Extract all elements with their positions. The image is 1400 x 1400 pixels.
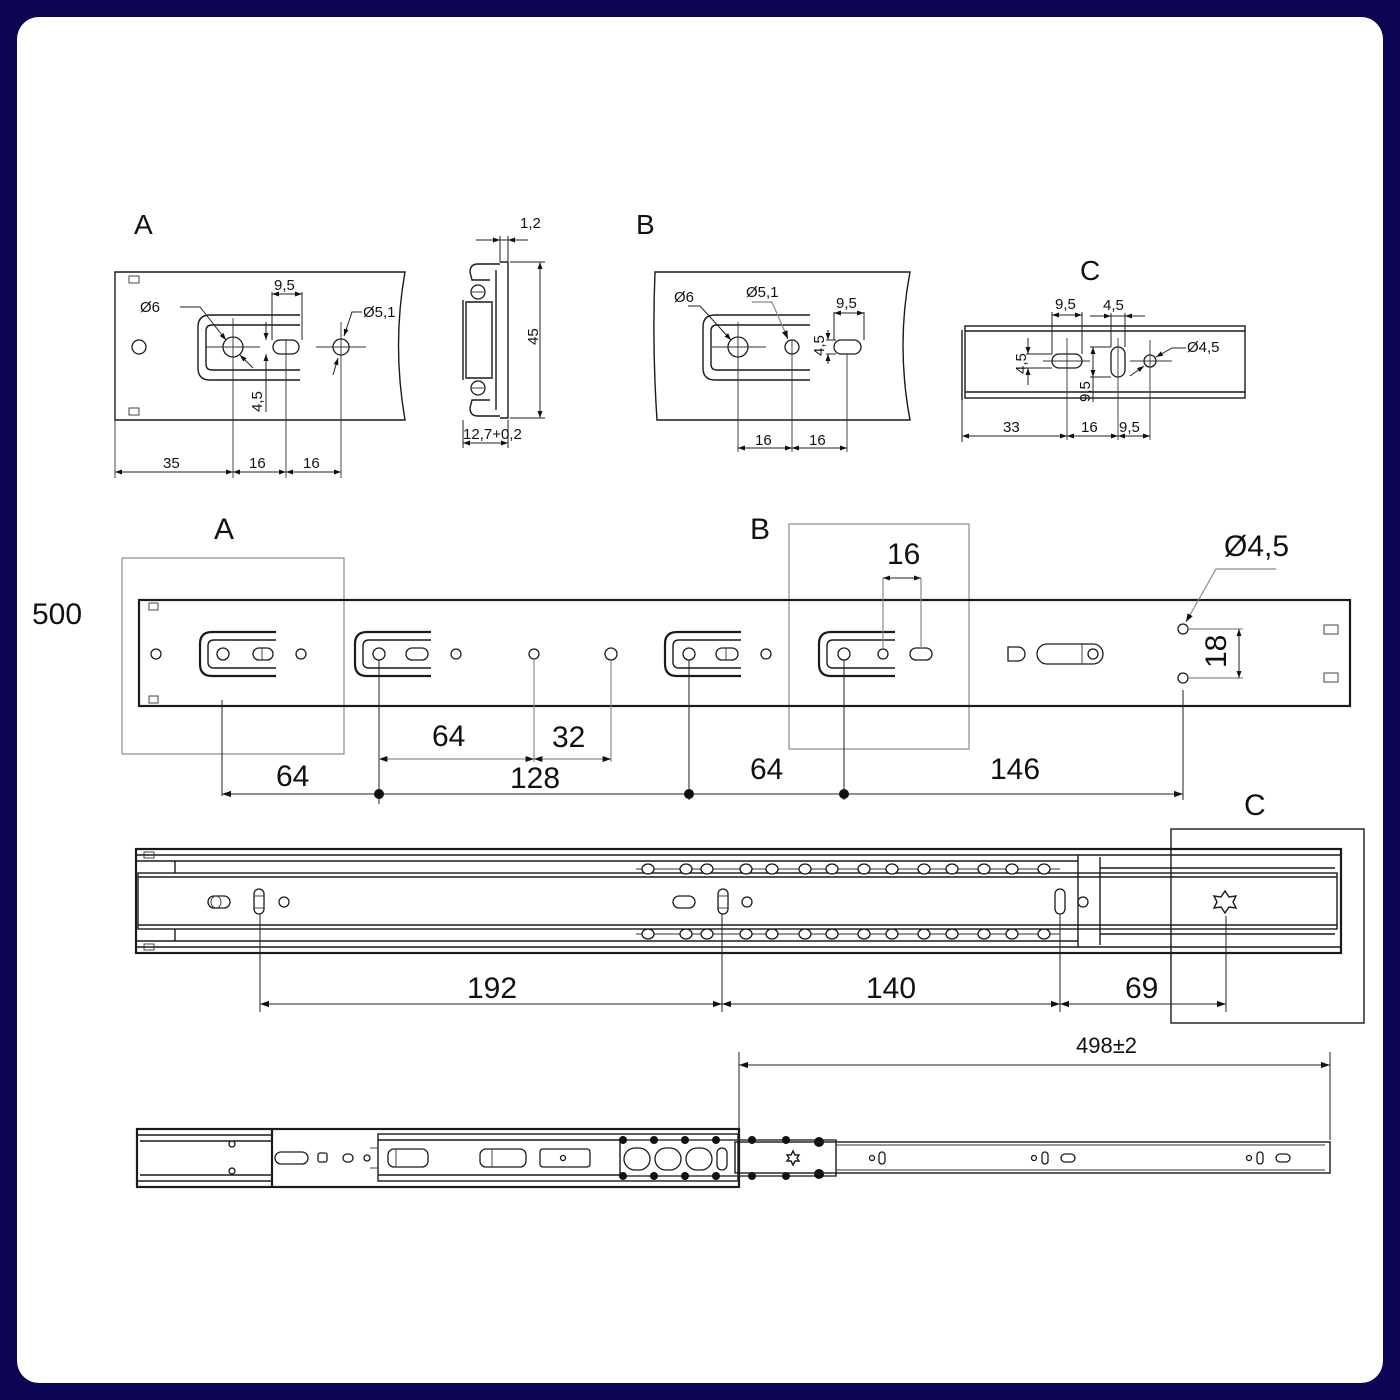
- closed-view: C: [134, 789, 1365, 1024]
- detail-c-dia: Ø4,5: [1187, 339, 1220, 356]
- torx-star-small-icon: [785, 1149, 801, 1167]
- detail-c-dim-33: 33: [1003, 419, 1020, 436]
- ball-bearings-bottom: [636, 928, 1060, 940]
- ball-bearings-extended: [619, 1136, 824, 1180]
- detail-b-slot-height: 4,5: [811, 335, 828, 356]
- torx-star-icon: [1212, 889, 1238, 915]
- detail-a-dim-35: 35: [163, 455, 180, 472]
- side-view-dim-146: 146: [990, 753, 1040, 786]
- detail-c-slot-v-width: 4,5: [1103, 297, 1124, 314]
- detail-a-dia-large: Ø6: [140, 299, 160, 316]
- detail-c: C 9,5 4,5 4,5 9,5: [961, 255, 1246, 442]
- size-label: 500: [32, 598, 82, 631]
- detail-c-slot-h-width: 9,5: [1055, 296, 1076, 313]
- cross-section-width: 12,7+0,2: [463, 426, 522, 443]
- closed-view-dim-192: 192: [467, 972, 517, 1005]
- side-view: 500 A B: [32, 513, 1352, 804]
- ball-bearings-top: [636, 863, 1060, 875]
- side-view-dim-64a: 64: [276, 760, 309, 793]
- cross-section: 1,2 45 12,7+0,2: [462, 215, 545, 448]
- detail-b-slot-width: 9,5: [836, 295, 857, 312]
- extended-view: 498±2: [135, 1033, 1331, 1189]
- callout-c-box: [1170, 828, 1365, 1024]
- side-view-dim-64-upper: 64: [432, 720, 465, 753]
- closed-view-dim-140: 140: [866, 972, 916, 1005]
- detail-a-dim-16b: 16: [303, 455, 320, 472]
- callout-a-box: [121, 557, 345, 755]
- side-view-dim-32: 32: [552, 721, 585, 754]
- detail-c-slot-h-height: 4,5: [1013, 353, 1030, 374]
- extended-view-dim: 498±2: [1076, 1033, 1137, 1058]
- detail-b-dia-small: Ø5,1: [746, 284, 779, 301]
- side-view-dim-64b: 64: [750, 753, 783, 786]
- callout-a-label: A: [214, 513, 234, 546]
- detail-a-slot-width: 9,5: [274, 277, 295, 294]
- closed-view-dim-69: 69: [1125, 972, 1158, 1005]
- side-view-dim-128: 128: [510, 762, 560, 795]
- detail-b: B 9,5 4,5 Ø6 Ø5,1 16 16: [636, 209, 911, 452]
- cross-section-thickness: 1,2: [520, 215, 541, 232]
- detail-c-dim-9-5: 9,5: [1119, 419, 1140, 436]
- cross-section-height: 45: [525, 328, 542, 345]
- detail-c-slot-v-height: 9,5: [1077, 381, 1094, 402]
- detail-b-dim-16a: 16: [755, 432, 772, 449]
- detail-c-dim-16: 16: [1081, 419, 1098, 436]
- detail-a-dia-small: Ø5,1: [363, 304, 396, 321]
- side-view-vertical-spacing: 18: [1200, 635, 1233, 668]
- detail-b-dia-large: Ø6: [674, 289, 694, 306]
- detail-a-dim-16a: 16: [249, 455, 266, 472]
- detail-c-title: C: [1080, 255, 1100, 286]
- side-view-dia: Ø4,5: [1224, 530, 1289, 563]
- detail-a: A 9,5 4,5 Ø6 Ø5,1: [114, 209, 406, 478]
- detail-b-dim-16b: 16: [809, 432, 826, 449]
- side-view-b-spacing: 16: [887, 538, 920, 571]
- detail-a-slot-height: 4,5: [249, 391, 266, 412]
- detail-a-title: A: [134, 209, 153, 240]
- callout-c-label: C: [1244, 789, 1266, 822]
- callout-b-box: [788, 523, 970, 750]
- callout-b-label: B: [750, 513, 770, 546]
- detail-b-title: B: [636, 209, 655, 240]
